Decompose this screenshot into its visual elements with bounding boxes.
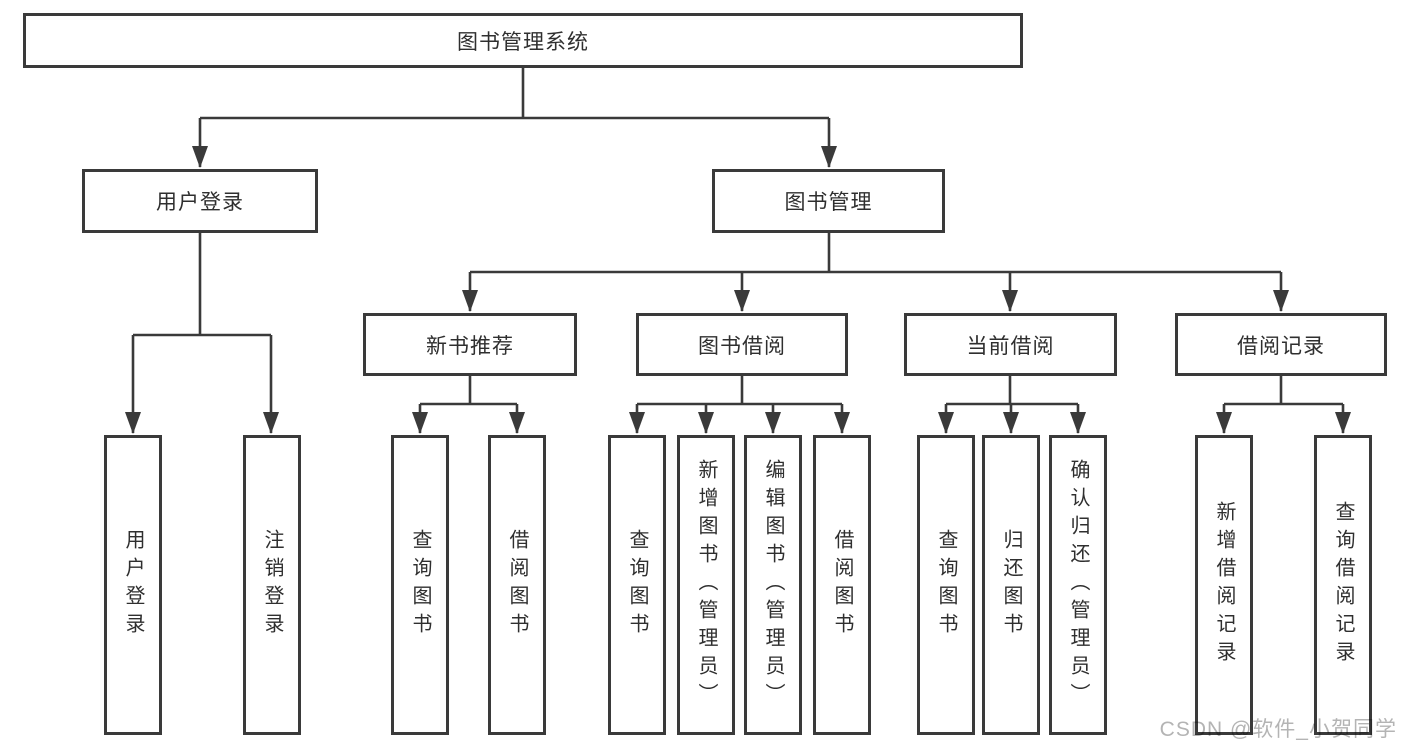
node-label: 用户登录 xyxy=(156,191,244,214)
leaf-current-confirm-return-admin: 确认归还（管理员） xyxy=(1049,435,1107,735)
node-label: 新增借阅记录 xyxy=(1213,501,1235,669)
node-label: 查询图书 xyxy=(935,529,957,641)
node-label: 图书借阅 xyxy=(698,334,786,358)
node-label: 图书管理系统 xyxy=(457,30,589,54)
leaf-current-return-books: 归还图书 xyxy=(982,435,1040,735)
node-label: 查询图书 xyxy=(409,529,431,641)
node-label: 归还图书 xyxy=(1000,529,1022,641)
leaf-records-query-record: 查询借阅记录 xyxy=(1314,435,1372,735)
node-label: 确认归还（管理员） xyxy=(1067,459,1089,711)
node-label: 查询借阅记录 xyxy=(1332,501,1354,669)
leaf-logout: 注销登录 xyxy=(243,435,301,735)
node-label: 新增图书（管理员） xyxy=(695,459,717,711)
node-label: 注销登录 xyxy=(261,529,283,641)
leaf-borrowing-query-books: 查询图书 xyxy=(608,435,666,735)
node-new-book-recommend: 新书推荐 xyxy=(363,313,577,376)
node-label: 用户登录 xyxy=(122,529,144,641)
csdn-watermark: CSDN @软件_小贺同学 xyxy=(1159,718,1397,741)
node-label: 图书管理 xyxy=(784,191,873,214)
node-label: 新书推荐 xyxy=(426,334,514,358)
node-label: 借阅图书 xyxy=(831,529,853,641)
leaf-current-query-books: 查询图书 xyxy=(917,435,975,735)
node-book-borrowing: 图书借阅 xyxy=(636,313,848,376)
node-book-management: 图书管理 xyxy=(712,169,945,233)
leaf-borrowing-borrow-books: 借阅图书 xyxy=(813,435,871,735)
node-root-system: 图书管理系统 xyxy=(23,13,1023,68)
leaf-recommend-borrow-books: 借阅图书 xyxy=(488,435,546,735)
node-label: 查询图书 xyxy=(626,529,648,641)
leaf-records-add-record: 新增借阅记录 xyxy=(1195,435,1253,735)
node-borrowing-records: 借阅记录 xyxy=(1175,313,1387,376)
leaf-borrowing-add-books-admin: 新增图书（管理员） xyxy=(677,435,735,735)
leaf-borrowing-edit-books-admin: 编辑图书（管理员） xyxy=(744,435,802,735)
node-user-login: 用户登录 xyxy=(82,169,318,233)
node-label: 编辑图书（管理员） xyxy=(762,459,784,711)
node-label: 借阅记录 xyxy=(1237,334,1325,358)
node-label: 借阅图书 xyxy=(506,529,528,641)
node-current-borrowing: 当前借阅 xyxy=(904,313,1117,376)
leaf-recommend-query-books: 查询图书 xyxy=(391,435,449,735)
leaf-user-login: 用户登录 xyxy=(104,435,162,735)
node-label: 当前借阅 xyxy=(966,334,1055,358)
